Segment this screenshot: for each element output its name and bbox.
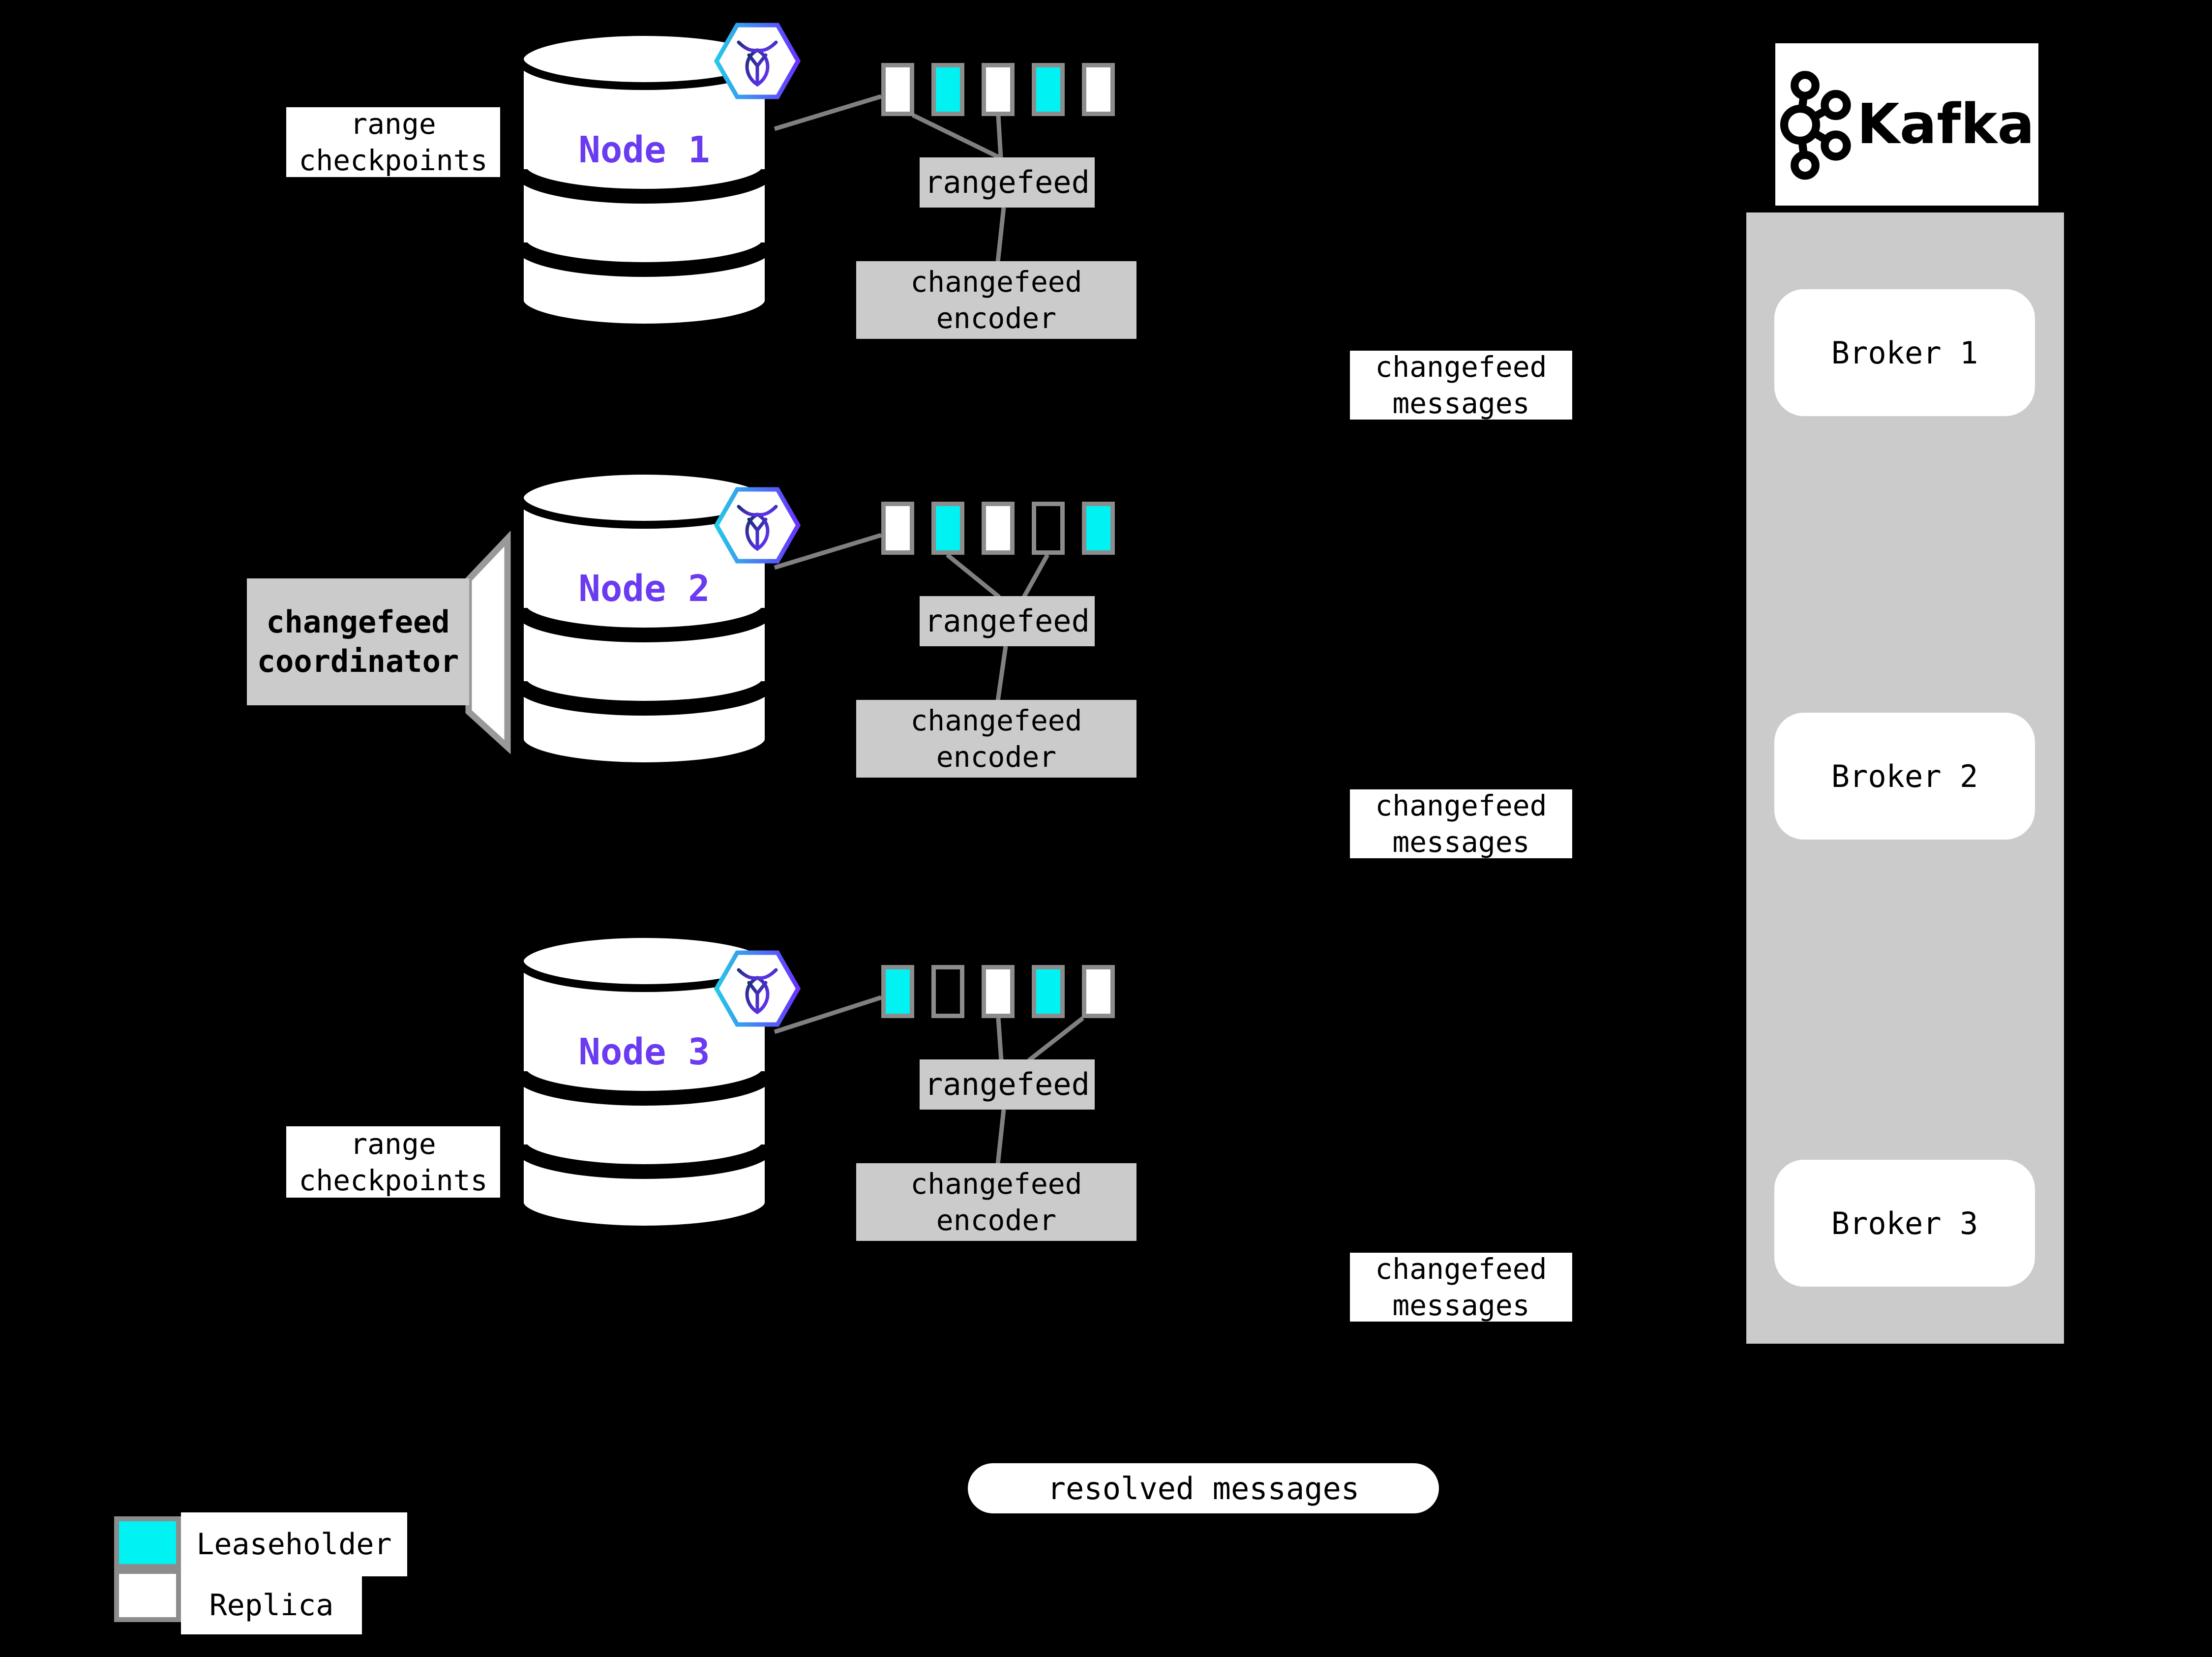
resolved-messages-label: resolved messages xyxy=(968,1463,1439,1513)
cockroachdb-icon xyxy=(714,21,801,101)
label-line: range xyxy=(350,1127,436,1161)
line-range4-to-rangefeed2 xyxy=(1022,553,1049,599)
node3-label: Node 3 xyxy=(578,1031,710,1073)
cockroachdb-icon xyxy=(714,948,801,1029)
legend-leaseholder-label: Leaseholder xyxy=(181,1512,407,1576)
broker-1: Broker 1 xyxy=(1774,289,2035,416)
line-cylinder2-to-ranges xyxy=(774,533,882,570)
line-rangefeed2-to-encoder2 xyxy=(995,646,1008,701)
line-rangefeed1-to-encoder1 xyxy=(995,207,1006,263)
legend-replica-label: Replica xyxy=(181,1576,362,1634)
broker-2: Broker 2 xyxy=(1774,713,2035,840)
node2-range-2 xyxy=(931,502,964,555)
node3-range-3 xyxy=(982,965,1015,1018)
node3-range-5 xyxy=(1082,965,1115,1018)
coordinator-flag xyxy=(465,530,511,754)
node3-range-4 xyxy=(1032,965,1065,1018)
changefeed-encoder-box-2: changefeed encoder xyxy=(856,700,1136,778)
label-line: encoder xyxy=(936,1204,1057,1237)
cockroachdb-icon xyxy=(714,485,801,566)
line-range3-to-rangefeed1 xyxy=(996,115,1003,158)
label-line: range xyxy=(350,107,436,141)
label-line: encoder xyxy=(936,301,1057,335)
node1-range-2 xyxy=(931,63,964,116)
kafka-icon xyxy=(1779,69,1853,180)
label-line: changefeed xyxy=(1375,1252,1547,1286)
label-line: checkpoints xyxy=(299,144,488,177)
rangefeed-box-1: rangefeed xyxy=(920,157,1095,208)
changefeed-encoder-box-3: changefeed encoder xyxy=(856,1163,1136,1241)
node1-range-5 xyxy=(1082,63,1115,116)
node1-label: Node 1 xyxy=(578,129,710,171)
broker-3: Broker 3 xyxy=(1774,1160,2035,1287)
node1-range-3 xyxy=(982,63,1015,116)
line-range1-to-rangefeed1 xyxy=(912,113,1002,161)
node2-range-1 xyxy=(881,502,914,555)
label-line: changefeed xyxy=(266,604,450,640)
changefeed-messages-label-3: changefeed messages xyxy=(1350,1252,1572,1322)
label-line: checkpoints xyxy=(299,1163,488,1197)
line-cylinder3-to-ranges xyxy=(774,995,882,1034)
node2-range-4 xyxy=(1032,502,1065,555)
line-range5-to-rangefeed3 xyxy=(1027,1016,1084,1062)
node2-range-3 xyxy=(982,502,1015,555)
node1-range-1 xyxy=(881,63,914,116)
changefeed-encoder-box-1: changefeed encoder xyxy=(856,261,1136,339)
line-rangefeed3-to-encoder3 xyxy=(995,1109,1006,1165)
node2-label: Node 2 xyxy=(578,568,710,610)
line-range2-to-rangefeed2 xyxy=(946,553,1001,599)
label-line: changefeed xyxy=(910,265,1082,299)
label-line: changefeed xyxy=(910,1167,1082,1201)
line-cylinder1-to-ranges xyxy=(774,94,882,131)
kafka-brokers: Broker 1 Broker 2 Broker 3 xyxy=(1746,212,2064,1344)
label-line: encoder xyxy=(936,740,1057,774)
changefeed-messages-label-2: changefeed messages xyxy=(1350,789,1572,859)
changefeed-messages-label-1: changefeed messages xyxy=(1350,350,1572,420)
kafka-logo-text: Kafka xyxy=(1856,92,2035,156)
legend: Leaseholder Replica xyxy=(114,1512,458,1640)
node2-range-5 xyxy=(1082,502,1115,555)
line-range3-to-rangefeed3 xyxy=(996,1018,1004,1061)
label-line: changefeed xyxy=(1375,350,1547,384)
legend-leaseholder-swatch xyxy=(114,1516,181,1569)
rangefeed-box-3: rangefeed xyxy=(920,1059,1095,1110)
node1-range-4 xyxy=(1032,63,1065,116)
label-line: coordinator xyxy=(257,643,459,679)
range-checkpoints-label-3: range checkpoints xyxy=(286,1126,500,1198)
range-checkpoints-label-1: range checkpoints xyxy=(286,107,500,177)
label-line: changefeed xyxy=(1375,789,1547,822)
rangefeed-box-2: rangefeed xyxy=(920,596,1095,646)
node3-range-1 xyxy=(881,965,914,1018)
node3-range-2 xyxy=(931,965,964,1018)
label-line: messages xyxy=(1392,1289,1530,1322)
label-line: changefeed xyxy=(910,704,1082,737)
label-line: messages xyxy=(1392,387,1530,420)
changefeed-coordinator-box: changefeed coordinator xyxy=(247,578,469,705)
legend-replica-swatch xyxy=(114,1569,181,1622)
label-line: messages xyxy=(1392,825,1530,859)
kafka-logo-card: Kafka xyxy=(1775,43,2038,206)
